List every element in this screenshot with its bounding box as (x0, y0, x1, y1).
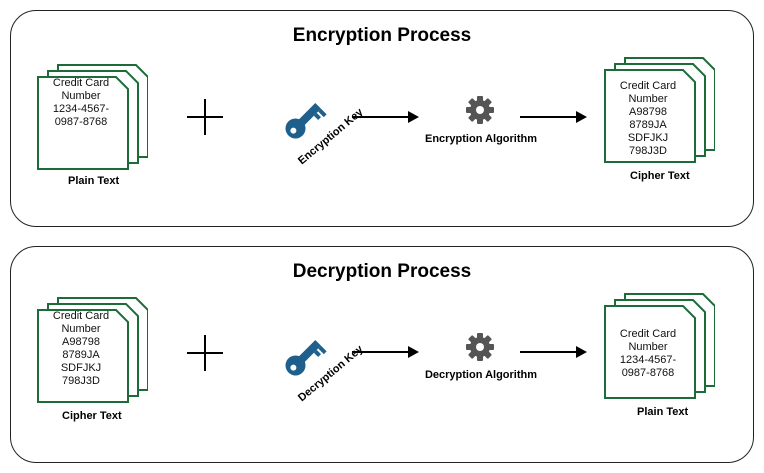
cipher-text-content: Credit Card Number A98798 8789JA SDFJKJ … (605, 80, 691, 158)
plain-text-caption: Plain Text (68, 175, 120, 187)
key-icon (285, 103, 327, 139)
doc-line: Number (628, 93, 668, 105)
plain-text-caption: Plain Text (637, 406, 689, 418)
cipher-text-caption: Cipher Text (62, 410, 122, 422)
doc-line: Credit Card (52, 77, 110, 89)
plain-text-document-icon: Credit Card Number 1234-4567- 0987-8768 (36, 63, 148, 171)
doc-line: SDFJKJ (627, 132, 669, 144)
encryption-title: Encryption Process (292, 25, 472, 46)
doc-line: 8789JA (629, 119, 667, 131)
plus-icon (187, 335, 223, 371)
arrow-right-icon (352, 111, 419, 123)
doc-line: Credit Card (52, 310, 110, 322)
cipher-text-caption: Cipher Text (630, 170, 690, 182)
plain-text-document-icon: Credit Card Number 1234-4567- 0987-8768 (603, 292, 715, 400)
doc-line: Number (61, 323, 101, 335)
plus-icon (187, 99, 223, 135)
doc-line: Number (61, 90, 101, 102)
decryption-title: Decryption Process (292, 261, 472, 282)
cipher-text-content: Credit Card Number A98798 8789JA SDFJKJ … (38, 310, 124, 388)
doc-line: 0987-8768 (54, 116, 108, 128)
plain-text-content: Credit Card Number 1234-4567- 0987-8768 (38, 77, 124, 129)
doc-line: 0987-8768 (621, 367, 675, 379)
doc-line: A98798 (629, 106, 667, 118)
doc-line: 8789JA (62, 349, 100, 361)
key-icon (285, 340, 327, 376)
doc-line: 798J3D (629, 145, 667, 157)
gear-icon (466, 333, 494, 361)
encryption-panel: Encryption Process (10, 10, 754, 227)
decryption-panel: Decryption Process (10, 246, 754, 463)
doc-line: 1234-4567- (52, 103, 110, 115)
plain-text-content: Credit Card Number 1234-4567- 0987-8768 (605, 328, 691, 380)
cipher-text-document-icon: Credit Card Number A98798 8789JA SDFJKJ … (603, 56, 715, 164)
gear-icon (466, 96, 494, 124)
arrow-right-icon (520, 346, 587, 358)
doc-line: A98798 (62, 336, 100, 348)
cipher-text-document-icon: Credit Card Number A98798 8789JA SDFJKJ … (36, 296, 148, 404)
doc-line: Credit Card (619, 80, 677, 92)
decryption-algorithm-label: Decryption Algorithm (424, 369, 538, 381)
doc-line: 1234-4567- (619, 354, 677, 366)
doc-line: Number (628, 341, 668, 353)
doc-line: SDFJKJ (60, 362, 102, 374)
doc-line: Credit Card (619, 328, 677, 340)
doc-line: 798J3D (62, 375, 100, 387)
encryption-algorithm-label: Encryption Algorithm (424, 133, 538, 145)
arrow-right-icon (352, 346, 419, 358)
arrow-right-icon (520, 111, 587, 123)
